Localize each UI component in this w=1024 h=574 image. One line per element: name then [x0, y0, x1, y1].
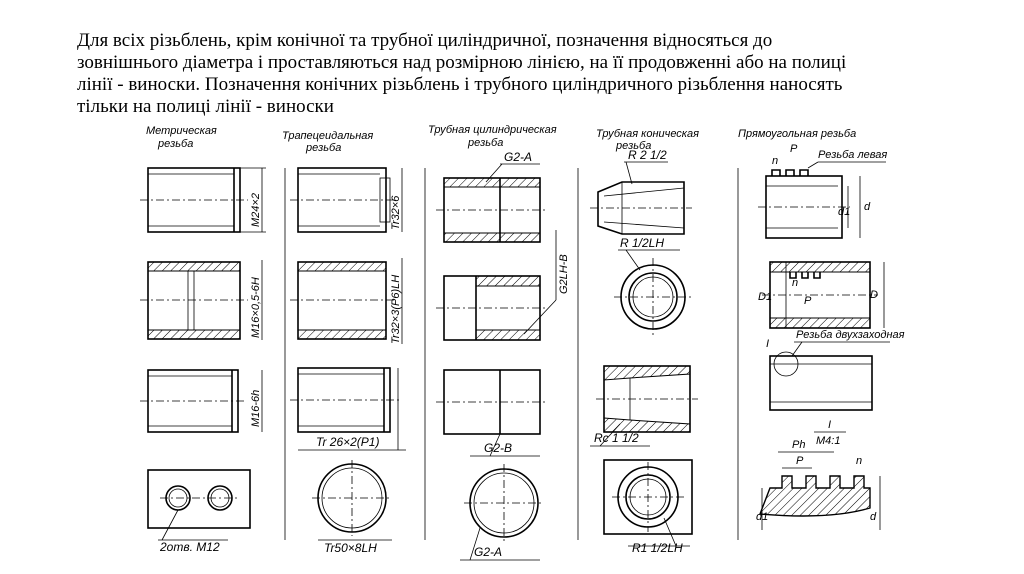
- description-paragraph: Для всіх різьблень, крім конічної та тру…: [77, 30, 977, 118]
- label-tr32-lh: Tr32×3(P6)LH: [390, 275, 402, 344]
- label-d-top: d: [864, 201, 871, 213]
- paragraph-line-4: тільки на полиці лінії - виноски: [77, 96, 334, 117]
- label-m41: M4:1: [816, 435, 840, 447]
- label-two-holes: 2отв. M12: [159, 540, 220, 554]
- label-ph: Ph: [792, 439, 805, 451]
- metric-nut-section: M16×0,5-6H: [140, 260, 263, 340]
- trap-circle: Tr50×8LH: [312, 460, 392, 555]
- rect-detail: I M4:1 Ph P n d1 d: [756, 419, 881, 530]
- metric-bolt: M24×2: [140, 167, 266, 233]
- column-separators: [284, 168, 739, 540]
- label-D1: D1: [758, 291, 772, 303]
- title-pipecon-1: Трубная коническая: [596, 128, 699, 140]
- label-tr32: Tr32×6: [390, 195, 402, 230]
- label-m16-05: M16×0,5-6H: [250, 277, 262, 338]
- label-left-thread: Резьба левая: [818, 149, 887, 161]
- label-n-top: n: [772, 155, 778, 167]
- metric-bolt-2: M16-6h: [140, 369, 263, 433]
- label-g2b: G2-B: [484, 441, 512, 455]
- label-r1-12lh: R1 1/2LH: [632, 541, 683, 555]
- label-n-mid: n: [792, 277, 798, 289]
- label-double-thread: Резьба двухзаходная: [796, 329, 905, 341]
- trap-bolt-2: Tr 26×2(P1): [290, 367, 406, 451]
- title-pipecon-2: резьба: [615, 140, 651, 152]
- pipecyl-section-2: G2LH-B: [436, 230, 570, 341]
- rect-nut-section: D1 D n P: [758, 261, 885, 329]
- pipecon-nut-section: Rc 1 1/2: [590, 365, 698, 447]
- pipecon-plate: R1 1/2LH: [603, 459, 693, 555]
- column-titles: Метрическая резьба Трапецеидальная резьб…: [146, 124, 856, 154]
- label-r12lh: R 1/2LH: [620, 236, 664, 250]
- pipecyl-section-1: G2-A: [436, 150, 548, 243]
- label-m16-6h: M16-6h: [250, 390, 262, 427]
- trap-bolt: Tr32×6: [290, 167, 403, 233]
- label-p-top: P: [790, 143, 798, 155]
- paragraph-line-2: зовнішнього діаметра і проставляються на…: [77, 52, 847, 73]
- label-g2a-top: G2-A: [504, 150, 532, 164]
- pipecyl-section-3: G2-B: [436, 369, 548, 457]
- label-p-detail: P: [796, 455, 804, 467]
- trap-nut-section: Tr32×3(P6)LH: [290, 258, 403, 344]
- label-d1-detail: d1: [756, 511, 768, 523]
- title-trap-2: резьба: [305, 142, 341, 154]
- pipecon-bolt: R 2 1/2: [590, 148, 692, 235]
- title-trap-1: Трапецеидальная: [282, 130, 373, 142]
- label-i-mid: I: [766, 338, 769, 350]
- title-rect: Прямоугольная резьба: [738, 128, 856, 140]
- title-metric-1: Метрическая: [146, 125, 217, 137]
- label-m24: M24×2: [250, 193, 262, 227]
- pipecon-circle-1: R 1/2LH: [614, 236, 692, 336]
- label-d1-top: d1: [838, 206, 850, 218]
- label-r2: R 2 1/2: [628, 148, 667, 162]
- label-tr26: Tr 26×2(P1): [316, 435, 379, 449]
- title-pipecyl-1: Трубная цилиндрическая: [428, 124, 557, 136]
- label-tr50: Tr50×8LH: [324, 541, 377, 555]
- pipecyl-circle: G2-A: [460, 464, 544, 561]
- label-p-mid: P: [804, 295, 812, 307]
- label-n-detail: n: [856, 455, 862, 467]
- label-rc: Rc 1 1/2: [594, 431, 639, 445]
- label-g2a-bottom: G2-A: [474, 545, 502, 559]
- title-metric-2: резьба: [157, 138, 193, 150]
- rect-bolt-2: I Резьба двухзаходная: [766, 329, 905, 411]
- paragraph-line-1: Для всіх різьблень, крім конічної та тру…: [77, 30, 773, 51]
- rect-bolt: d1 d P n Резьба левая: [758, 143, 887, 239]
- paragraph-line-3: лінії - виноски. Позначення конічних різ…: [77, 74, 843, 95]
- metric-plate: 2отв. M12: [147, 469, 251, 554]
- title-pipecyl-2: резьба: [467, 137, 503, 149]
- label-d-detail: d: [870, 511, 877, 523]
- label-D: D: [870, 289, 878, 301]
- label-i-detail: I: [828, 419, 831, 431]
- label-g2lhb: G2LH-B: [558, 254, 570, 294]
